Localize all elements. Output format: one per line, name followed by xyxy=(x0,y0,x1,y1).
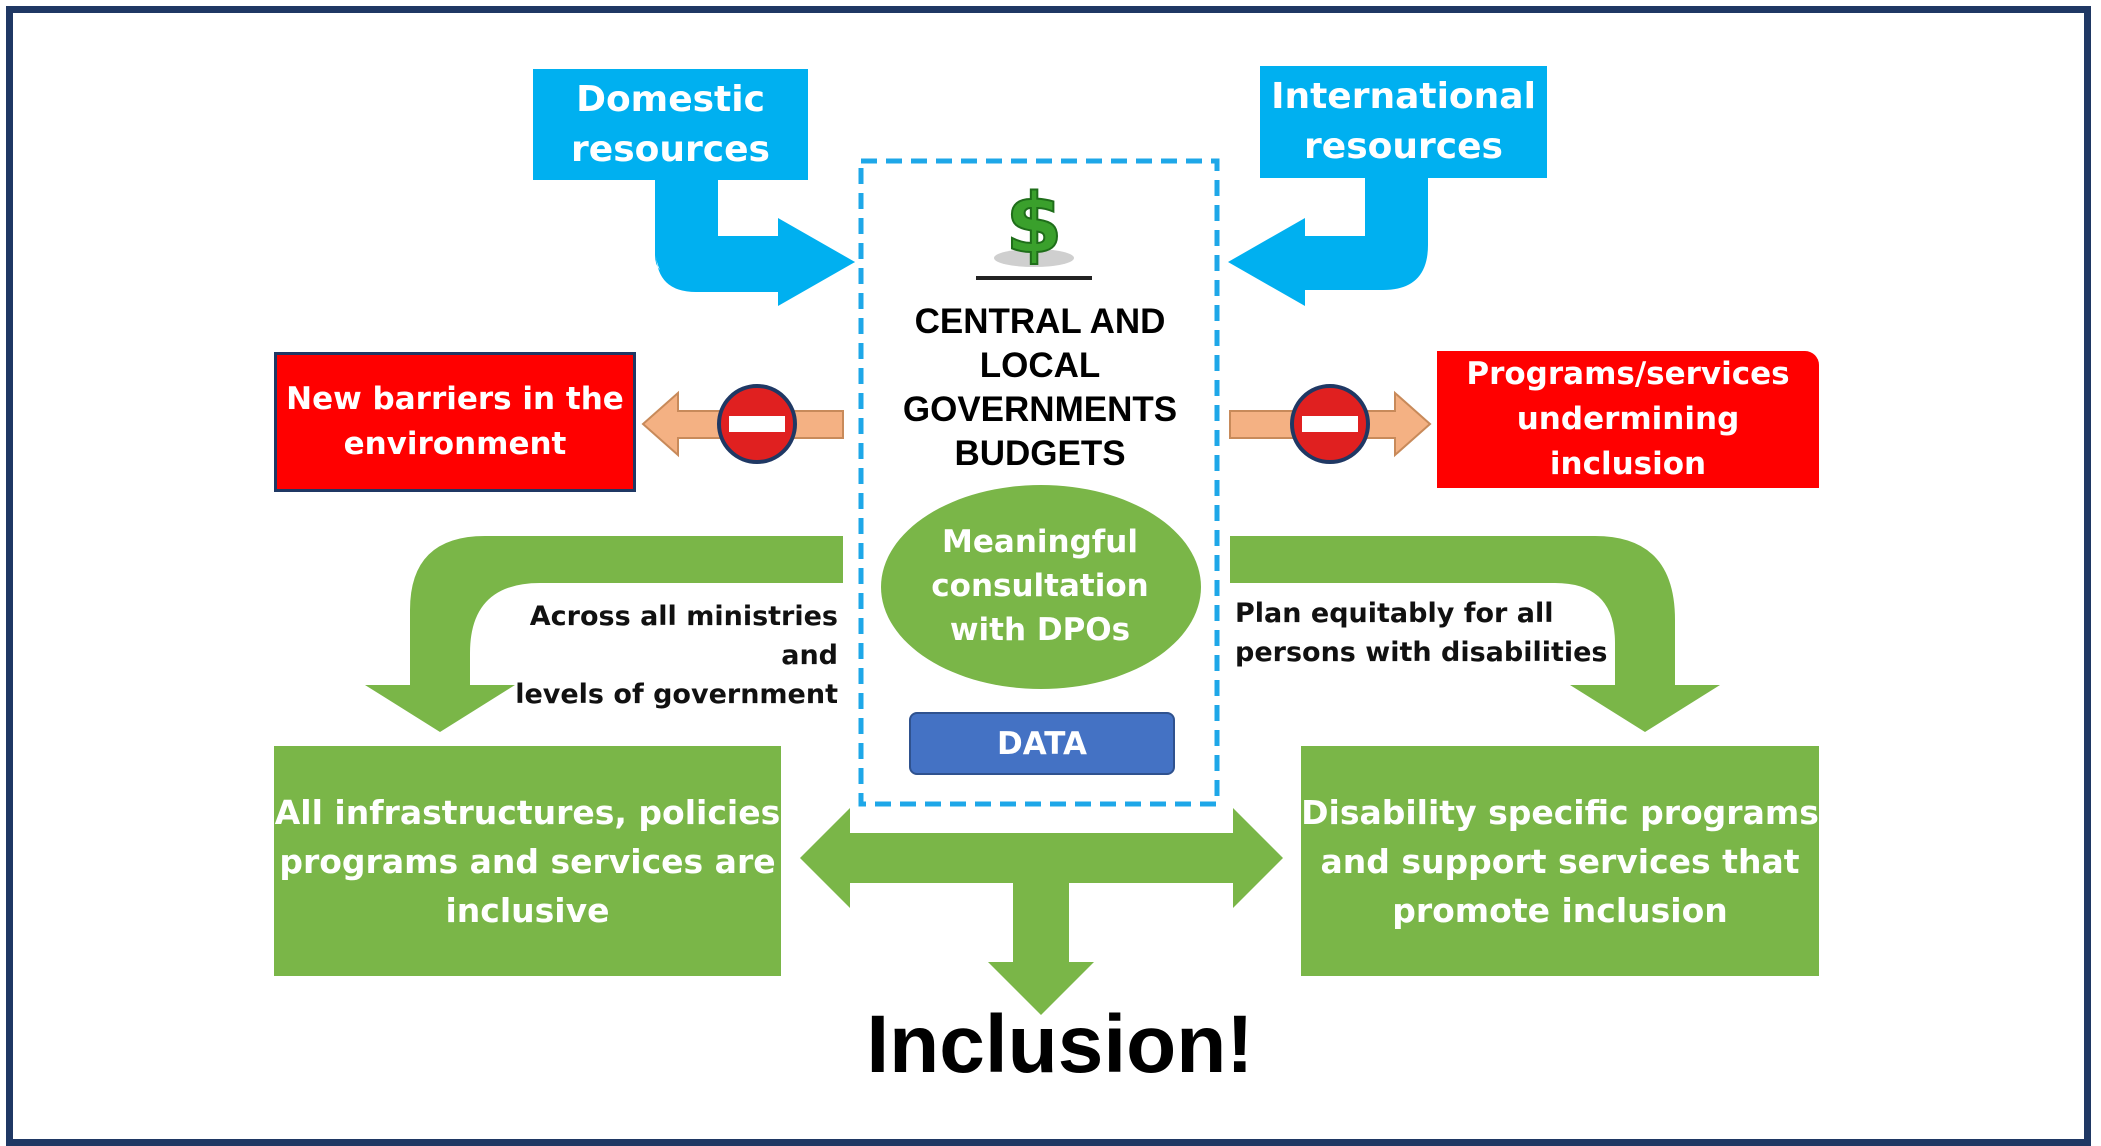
left-flow-label: Across all ministries and levels of gove… xyxy=(515,601,838,710)
international-resources-label: International resources xyxy=(1271,76,1536,167)
outcomes-link-arrow xyxy=(800,808,1283,908)
right-outcome-arrow xyxy=(1230,536,1720,732)
domestic-resources-box: Domestic resources xyxy=(533,69,808,180)
new-barriers-label: New barriers in the environment xyxy=(286,381,624,462)
inclusion-down-arrow xyxy=(988,883,1094,1015)
right-flow-label: Plan equitably for all persons with disa… xyxy=(1235,598,1608,668)
dollar-icon: $ xyxy=(976,176,1092,280)
domestic-flow-arrow-body xyxy=(655,175,855,306)
international-resources-box: International resources xyxy=(1260,66,1547,178)
domestic-resources-label: Domestic resources xyxy=(571,78,770,170)
budget-title: CENTRAL AND LOCAL GOVERNMENTS BUDGETS xyxy=(902,302,1178,473)
inclusion-result: Inclusion! xyxy=(866,999,1254,1090)
no-entry-icon-left xyxy=(717,384,797,464)
left-outcome-arrow xyxy=(365,536,843,732)
no-entry-icon-right xyxy=(1290,384,1370,464)
new-barriers-box: New barriers in the environment xyxy=(274,352,636,492)
consultation-label: Meaningful consultation with DPOs xyxy=(931,524,1149,648)
consultation-ellipse xyxy=(881,485,1201,689)
inclusive-outcomes-box: All infrastructures, policies programs a… xyxy=(274,746,781,976)
undermining-programs-label: Programs/services undermining inclusion xyxy=(1466,356,1790,482)
data-box: DATA xyxy=(909,712,1175,775)
international-flow-arrow xyxy=(1228,175,1428,306)
svg-text:$: $ xyxy=(1005,177,1062,272)
undermining-programs-box: Programs/services undermining inclusion xyxy=(1437,351,1819,488)
disability-programs-box: Disability specific programs and support… xyxy=(1301,746,1819,976)
disability-programs-label: Disability specific programs and support… xyxy=(1301,792,1819,930)
inclusive-outcomes-label: All infrastructures, policies programs a… xyxy=(274,792,781,930)
data-label: DATA xyxy=(996,725,1088,762)
